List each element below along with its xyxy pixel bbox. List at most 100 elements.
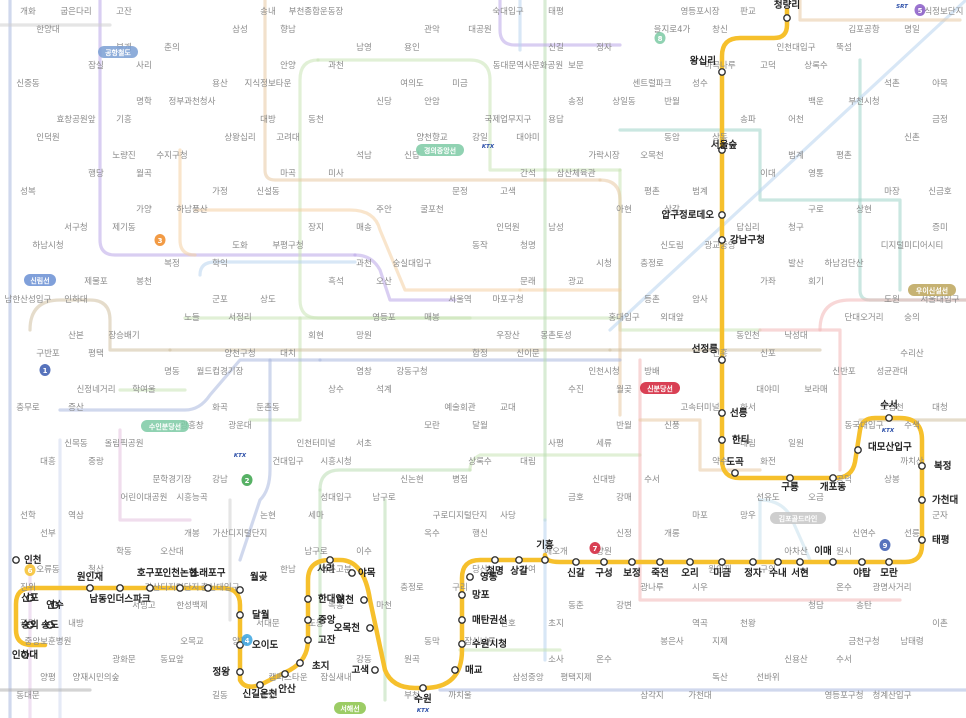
station-24[interactable]: 죽전: [651, 558, 669, 579]
station-0[interactable]: 청량리: [774, 0, 800, 22]
station-marker[interactable]: [731, 469, 739, 477]
station-11[interactable]: 대모산입구: [854, 441, 912, 454]
station-marker[interactable]: [656, 558, 664, 566]
station-marker[interactable]: [628, 558, 636, 566]
station-3[interactable]: 압구정로데오: [662, 209, 726, 221]
station-marker[interactable]: [686, 558, 694, 566]
station-marker[interactable]: [774, 558, 782, 566]
station-59[interactable]: 숭의: [21, 619, 38, 631]
station-marker[interactable]: [26, 594, 34, 602]
station-marker[interactable]: [829, 474, 837, 482]
station-6[interactable]: 선릉: [718, 407, 748, 419]
station-marker[interactable]: [458, 616, 466, 624]
station-47[interactable]: 신길온천: [243, 681, 278, 700]
station-33[interactable]: 매탄권선: [458, 614, 507, 626]
station-17[interactable]: 야탑: [853, 558, 871, 579]
station-marker[interactable]: [46, 621, 54, 629]
station-marker[interactable]: [718, 436, 726, 444]
station-marker[interactable]: [885, 558, 893, 566]
station-marker[interactable]: [296, 659, 304, 667]
station-marker[interactable]: [304, 616, 312, 624]
station-27[interactable]: 신갈: [567, 558, 585, 579]
station-marker[interactable]: [146, 584, 154, 592]
station-marker[interactable]: [783, 14, 791, 22]
station-marker[interactable]: [458, 640, 466, 648]
station-31[interactable]: 영통: [466, 571, 498, 583]
station-marker[interactable]: [718, 356, 726, 364]
station-52[interactable]: 소래포구: [191, 567, 226, 592]
station-5[interactable]: 선정릉: [692, 343, 726, 364]
station-20[interactable]: 수내: [769, 558, 787, 579]
station-marker[interactable]: [718, 68, 726, 76]
station-36[interactable]: 수원: [414, 684, 432, 705]
station-marker[interactable]: [918, 462, 926, 470]
station-marker[interactable]: [366, 624, 374, 632]
station-marker[interactable]: [572, 558, 580, 566]
station-38[interactable]: 오목천: [334, 623, 374, 634]
station-34[interactable]: 수원시청: [458, 638, 507, 650]
station-62[interactable]: 인천: [12, 555, 42, 566]
station-22[interactable]: 미금: [713, 558, 731, 579]
station-48[interactable]: 정왕: [213, 666, 244, 678]
station-12[interactable]: 수서: [880, 399, 898, 422]
station-32[interactable]: 망포: [458, 589, 490, 601]
station-marker[interactable]: [718, 409, 726, 417]
station-marker[interactable]: [281, 670, 289, 678]
station-marker[interactable]: [829, 558, 837, 566]
station-42[interactable]: 한대앞: [304, 593, 345, 605]
station-10[interactable]: 개포동: [820, 474, 846, 493]
station-marker[interactable]: [236, 586, 244, 594]
station-14[interactable]: 가천대: [918, 494, 958, 506]
station-marker[interactable]: [51, 601, 59, 609]
station-61[interactable]: 신포: [21, 592, 39, 604]
station-marker[interactable]: [326, 556, 334, 564]
station-marker[interactable]: [885, 414, 893, 422]
station-marker[interactable]: [86, 584, 94, 592]
station-marker[interactable]: [236, 668, 244, 676]
station-50[interactable]: 달월: [236, 609, 270, 621]
station-13[interactable]: 복정: [918, 460, 952, 472]
station-30[interactable]: 청명: [486, 556, 504, 577]
station-marker[interactable]: [515, 556, 523, 564]
station-15[interactable]: 태평: [918, 534, 950, 546]
station-marker[interactable]: [796, 558, 804, 566]
station-marker[interactable]: [348, 569, 356, 577]
station-54[interactable]: 호구포: [137, 568, 163, 592]
station-1[interactable]: 왕십리: [690, 55, 726, 76]
station-marker[interactable]: [236, 641, 244, 649]
station-39[interactable]: 어천: [337, 594, 368, 606]
station-marker[interactable]: [204, 584, 212, 592]
station-25[interactable]: 보정: [623, 558, 641, 579]
station-7[interactable]: 한티: [718, 434, 750, 446]
station-35[interactable]: 매교: [451, 664, 483, 676]
station-43[interactable]: 중앙: [304, 614, 336, 626]
station-46[interactable]: 안산: [278, 670, 296, 695]
station-marker[interactable]: [491, 556, 499, 564]
station-marker[interactable]: [419, 684, 427, 692]
station-marker[interactable]: [466, 573, 474, 581]
station-58[interactable]: 송도: [41, 619, 59, 631]
station-marker[interactable]: [718, 146, 726, 154]
station-marker[interactable]: [371, 666, 379, 674]
station-21[interactable]: 정자: [744, 558, 762, 579]
station-marker[interactable]: [918, 496, 926, 504]
station-2[interactable]: 서울숲: [711, 139, 737, 154]
station-19[interactable]: 서현: [791, 558, 809, 579]
station-40[interactable]: 야목: [348, 567, 376, 579]
station-56[interactable]: 원인재: [77, 571, 103, 592]
station-marker[interactable]: [304, 636, 312, 644]
station-4[interactable]: 강남구청: [718, 234, 765, 246]
station-45[interactable]: 초지: [296, 659, 330, 672]
station-marker[interactable]: [236, 611, 244, 619]
station-marker[interactable]: [718, 558, 726, 566]
station-55[interactable]: 남동인더스파크: [89, 584, 151, 605]
station-18[interactable]: 이매: [814, 545, 837, 566]
station-marker[interactable]: [786, 474, 794, 482]
station-marker[interactable]: [858, 558, 866, 566]
station-23[interactable]: 오리: [681, 558, 699, 579]
station-marker[interactable]: [360, 596, 368, 604]
station-44[interactable]: 고잔: [304, 634, 336, 646]
station-16[interactable]: 모란: [880, 558, 898, 579]
station-60[interactable]: 인하대: [12, 649, 38, 661]
station-57[interactable]: 연수: [46, 600, 64, 611]
